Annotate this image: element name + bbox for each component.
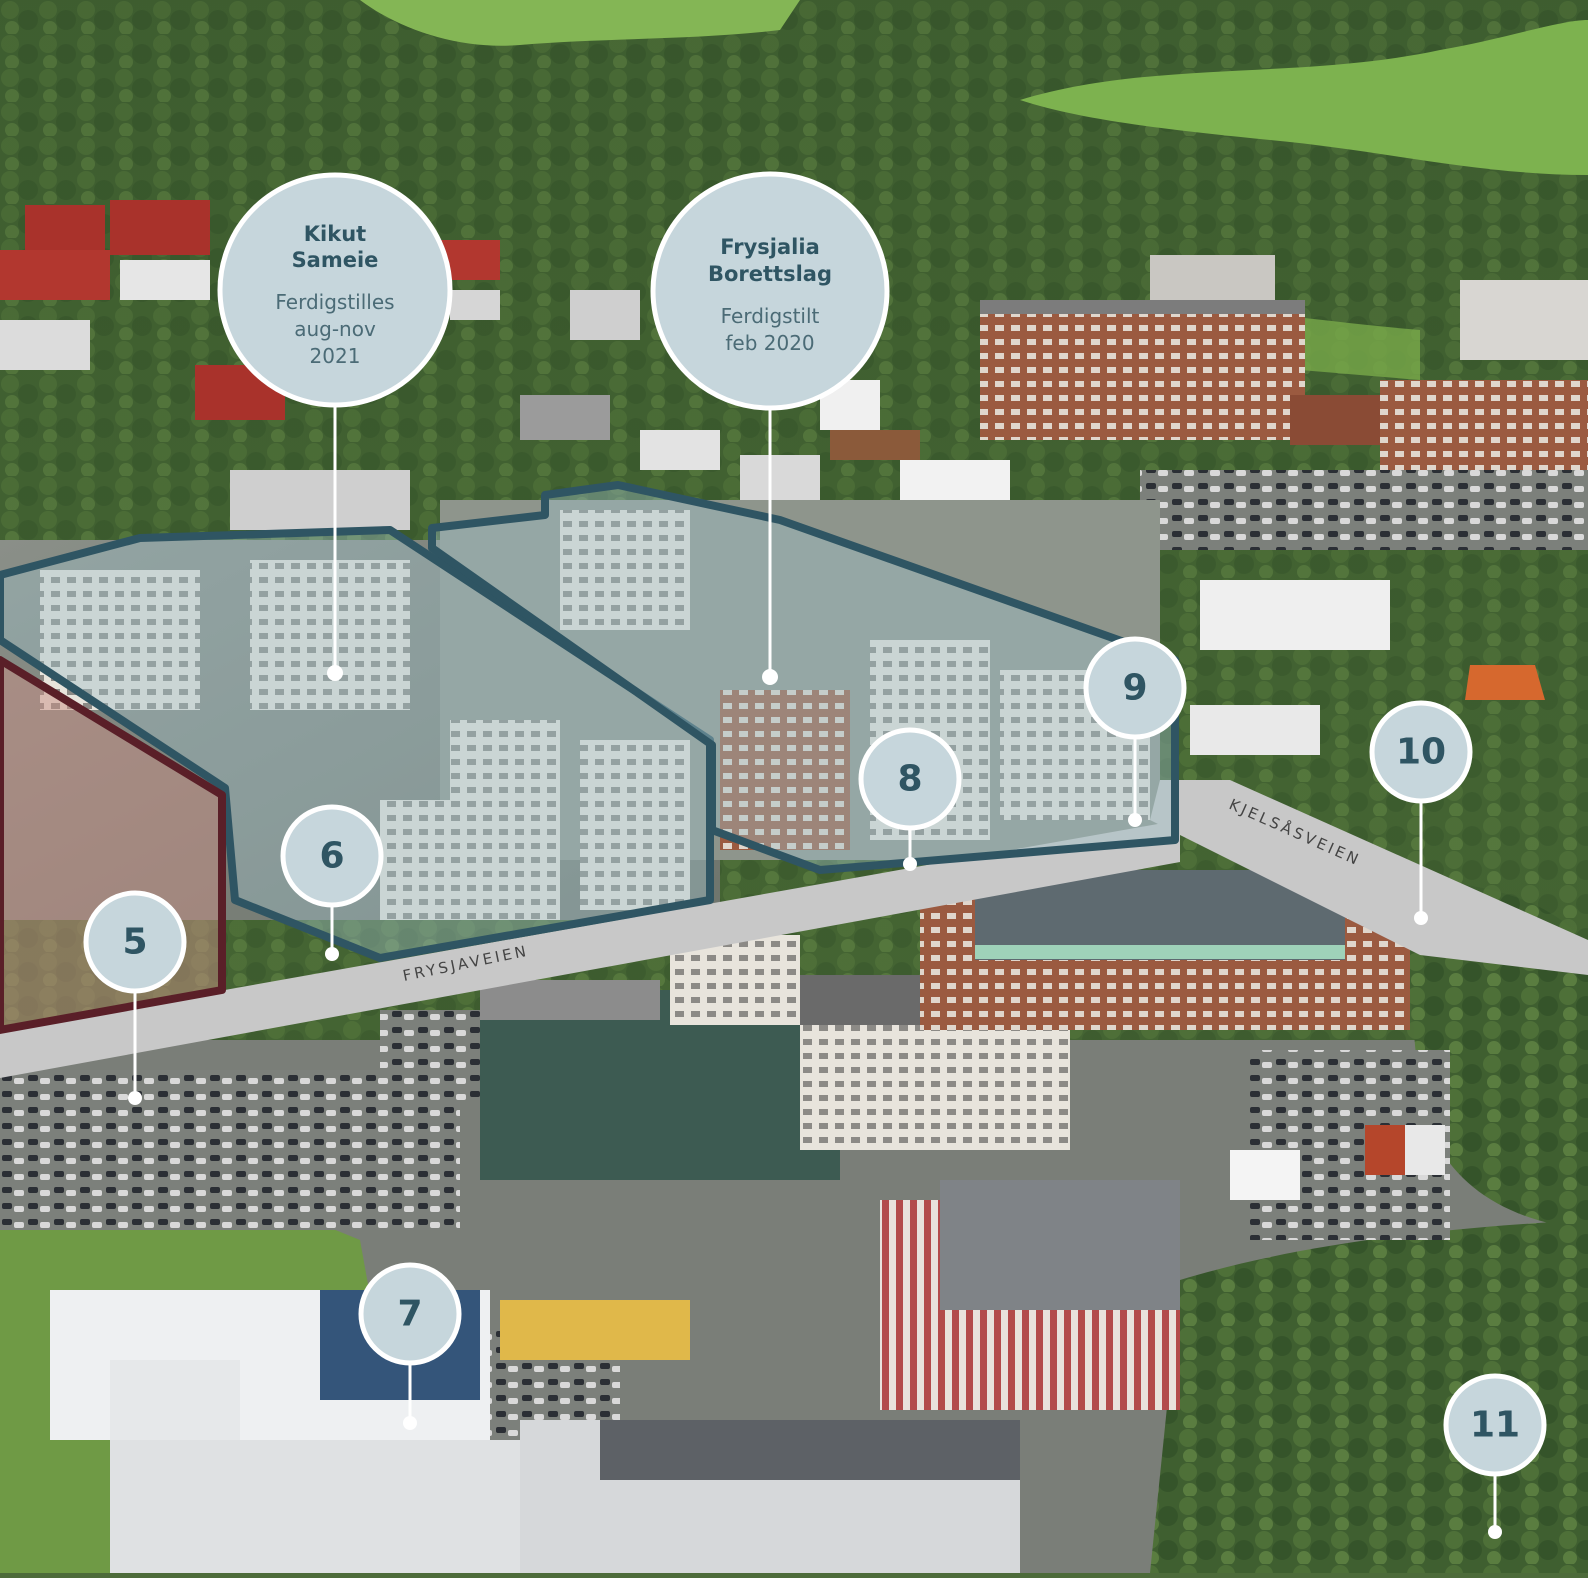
marker-8[interactable]: 8: [858, 727, 962, 871]
meadow-top-right: [1020, 20, 1588, 175]
marker-5[interactable]: 5: [83, 890, 187, 1105]
apartment-blocks: [0, 470, 1160, 920]
road-kjelsasveien: [1150, 780, 1588, 975]
callout-kikut-title-1: Kikut: [304, 222, 366, 246]
callout-kikut-body-2: aug-nov: [294, 317, 376, 341]
marker-11-number: 11: [1470, 1405, 1520, 1446]
callout-frysjalia-title-2: Borettslag: [708, 262, 832, 286]
marker-10[interactable]: 10: [1369, 700, 1473, 925]
marker-7[interactable]: 7: [358, 1262, 462, 1430]
marker-9[interactable]: 9: [1083, 636, 1187, 827]
marker-6-number: 6: [319, 836, 344, 877]
callout-kikut-body-1: Ferdigstilles: [275, 290, 394, 314]
road-frysjaveien: [0, 820, 1180, 1078]
residential-houses: [0, 200, 1010, 520]
marker-6[interactable]: 6: [280, 804, 384, 961]
callout-frysjalia-borettslag[interactable]: Frysjalia Borettslag Ferdigstilt feb 202…: [650, 171, 890, 685]
marker-8-number: 8: [897, 759, 922, 800]
commercial-buildings: [50, 870, 1445, 1573]
marker-7-number: 7: [397, 1294, 422, 1335]
meadow-top-left: [360, 0, 800, 46]
callout-kikut-sameie[interactable]: Kikut Sameie Ferdigstilles aug-nov 2021: [217, 172, 453, 681]
marker-5-number: 5: [122, 922, 147, 963]
callout-frysjalia-body-2: feb 2020: [725, 331, 814, 355]
callout-kikut-body-3: 2021: [310, 344, 361, 368]
callout-kikut-title-2: Sameie: [292, 248, 379, 272]
marker-11[interactable]: 11: [1443, 1373, 1547, 1539]
marker-10-number: 10: [1396, 732, 1446, 773]
parcel-frysjalia-borettslag: [428, 481, 1179, 874]
callout-frysjalia-body-1: Ferdigstilt: [721, 304, 820, 328]
marker-9-number: 9: [1122, 668, 1147, 709]
callout-frysjalia-title-1: Frysjalia: [720, 235, 819, 259]
parcel-kikut-sameie: [0, 526, 714, 962]
